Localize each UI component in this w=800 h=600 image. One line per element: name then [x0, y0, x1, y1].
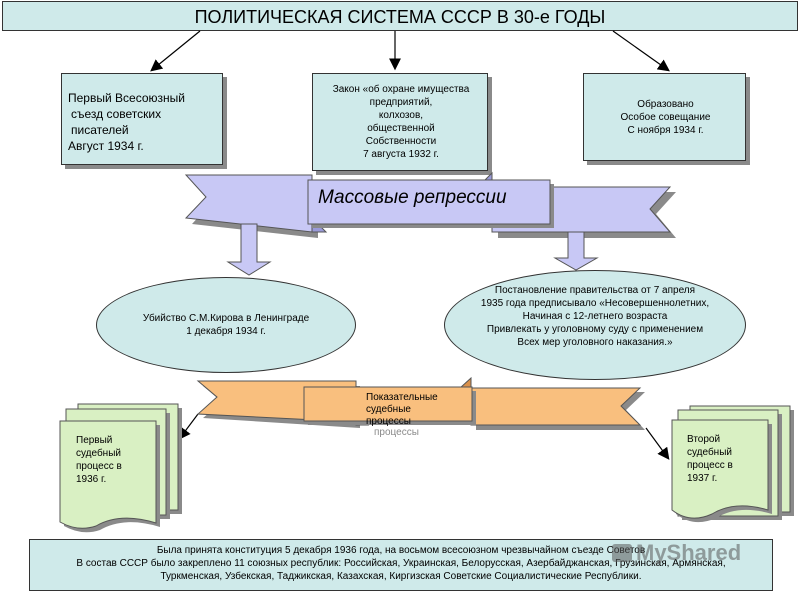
box-center-line: предприятий,	[369, 97, 433, 108]
bottom-line: Туркменская, Узбекская, Таджикская, Каза…	[160, 571, 642, 582]
ellipse-left-line: 1 декабря 1934 г.	[186, 326, 266, 337]
box-center-line: Собственности	[365, 136, 437, 147]
bottom-line: Была принята конституция 5 декабря 1936 …	[156, 545, 646, 556]
ellipse-right-line: Привлекать у уголовному суду с применени…	[486, 323, 704, 335]
doc-right-line: Второй	[687, 434, 721, 445]
box-property-law: Закон «об охране имущества предприятий, …	[312, 73, 488, 171]
doc-left-text: Первый судебный процесс в 1936 г.	[76, 434, 122, 486]
trials-label-line: судебные	[366, 404, 411, 415]
box-special-council: Образовано Особое совещание С ноября 193…	[583, 73, 746, 161]
watermark-text: MyShared	[636, 540, 742, 565]
ellipse-right-line: Всех мер уголовного наказания.»	[517, 336, 673, 348]
trials-label-shadow: процессы	[374, 427, 419, 438]
trials-ribbon-center	[303, 386, 473, 422]
box-right-line: Особое совещание	[620, 112, 711, 123]
box-left-line: съезд советских	[71, 107, 162, 121]
ellipse-right-line: Постановление правительства от 7 апреля	[494, 284, 696, 296]
box-center-line: общественной	[367, 123, 435, 134]
bottom-line: В состав СССР было закреплено 11 союзных…	[76, 558, 726, 569]
doc-left-line: Первый	[76, 435, 113, 446]
arrow-to-doc-left	[178, 413, 199, 440]
watermark-icon	[612, 544, 632, 562]
doc-left-front	[59, 420, 157, 529]
doc-right-text: Второй судебный процесс в 1937 г.	[687, 433, 733, 485]
watermark: MyShared	[612, 540, 741, 566]
block-arrow-left	[226, 223, 272, 276]
trials-label: Показательные судебные процессы	[366, 392, 438, 428]
arrow-to-left-box	[150, 30, 201, 72]
trials-label-line: процессы	[366, 416, 411, 427]
doc-left-line: 1936 г.	[76, 474, 107, 485]
doc-left-line: судебный	[76, 448, 121, 459]
box-writers-congress: Первый Всесоюзный съезд советских писате…	[61, 73, 223, 165]
box-right-line: С ноября 1934 г.	[627, 125, 704, 136]
box-center-line: колхозов,	[378, 110, 424, 121]
box-center-line: 7 августа 1932 г.	[363, 149, 439, 160]
doc-right-line: судебный	[687, 447, 732, 458]
box-left-line: писателей	[71, 123, 129, 137]
ribbon-center	[307, 179, 551, 225]
diagram-title: ПОЛИТИЧЕСКАЯ СИСТЕМА СССР В 30-е ГОДЫ	[2, 1, 798, 31]
ellipse-juvenile-decree: Постановление правительства от 7 апреля …	[444, 270, 746, 380]
block-arrow-right	[553, 231, 599, 271]
box-left-line: Август 1934 г.	[68, 139, 144, 153]
doc-left-line: процесс в	[76, 461, 122, 472]
box-right-line: Образовано	[637, 99, 694, 110]
doc-right-line: процесс в	[687, 460, 733, 471]
constitution-box: Была принята конституция 5 декабря 1936 …	[29, 539, 773, 591]
ellipse-kirov-murder: Убийство С.М.Кирова в Ленинграде 1 декаб…	[96, 277, 356, 373]
doc-right-line: 1937 г.	[687, 473, 718, 484]
arrow-to-right-box	[612, 30, 670, 72]
ellipse-right-line: Начиная с 12-летнего возраста	[522, 310, 668, 322]
ellipse-left-line: Убийство С.М.Кирова в Ленинграде	[142, 313, 310, 324]
ellipse-right-line: 1935 года предписывало «Несовершеннолетн…	[480, 297, 710, 309]
repressions-label: Массовые репрессии	[318, 187, 507, 208]
box-left-line: Первый Всесоюзный	[68, 91, 185, 105]
arrow-to-doc-right	[645, 427, 670, 460]
box-center-line: Закон «об охране имущества	[332, 84, 470, 95]
trials-label-line: Показательные	[366, 392, 438, 403]
doc-right-front	[671, 419, 769, 519]
title-text: ПОЛИТИЧЕСКАЯ СИСТЕМА СССР В 30-е ГОДЫ	[194, 7, 606, 27]
